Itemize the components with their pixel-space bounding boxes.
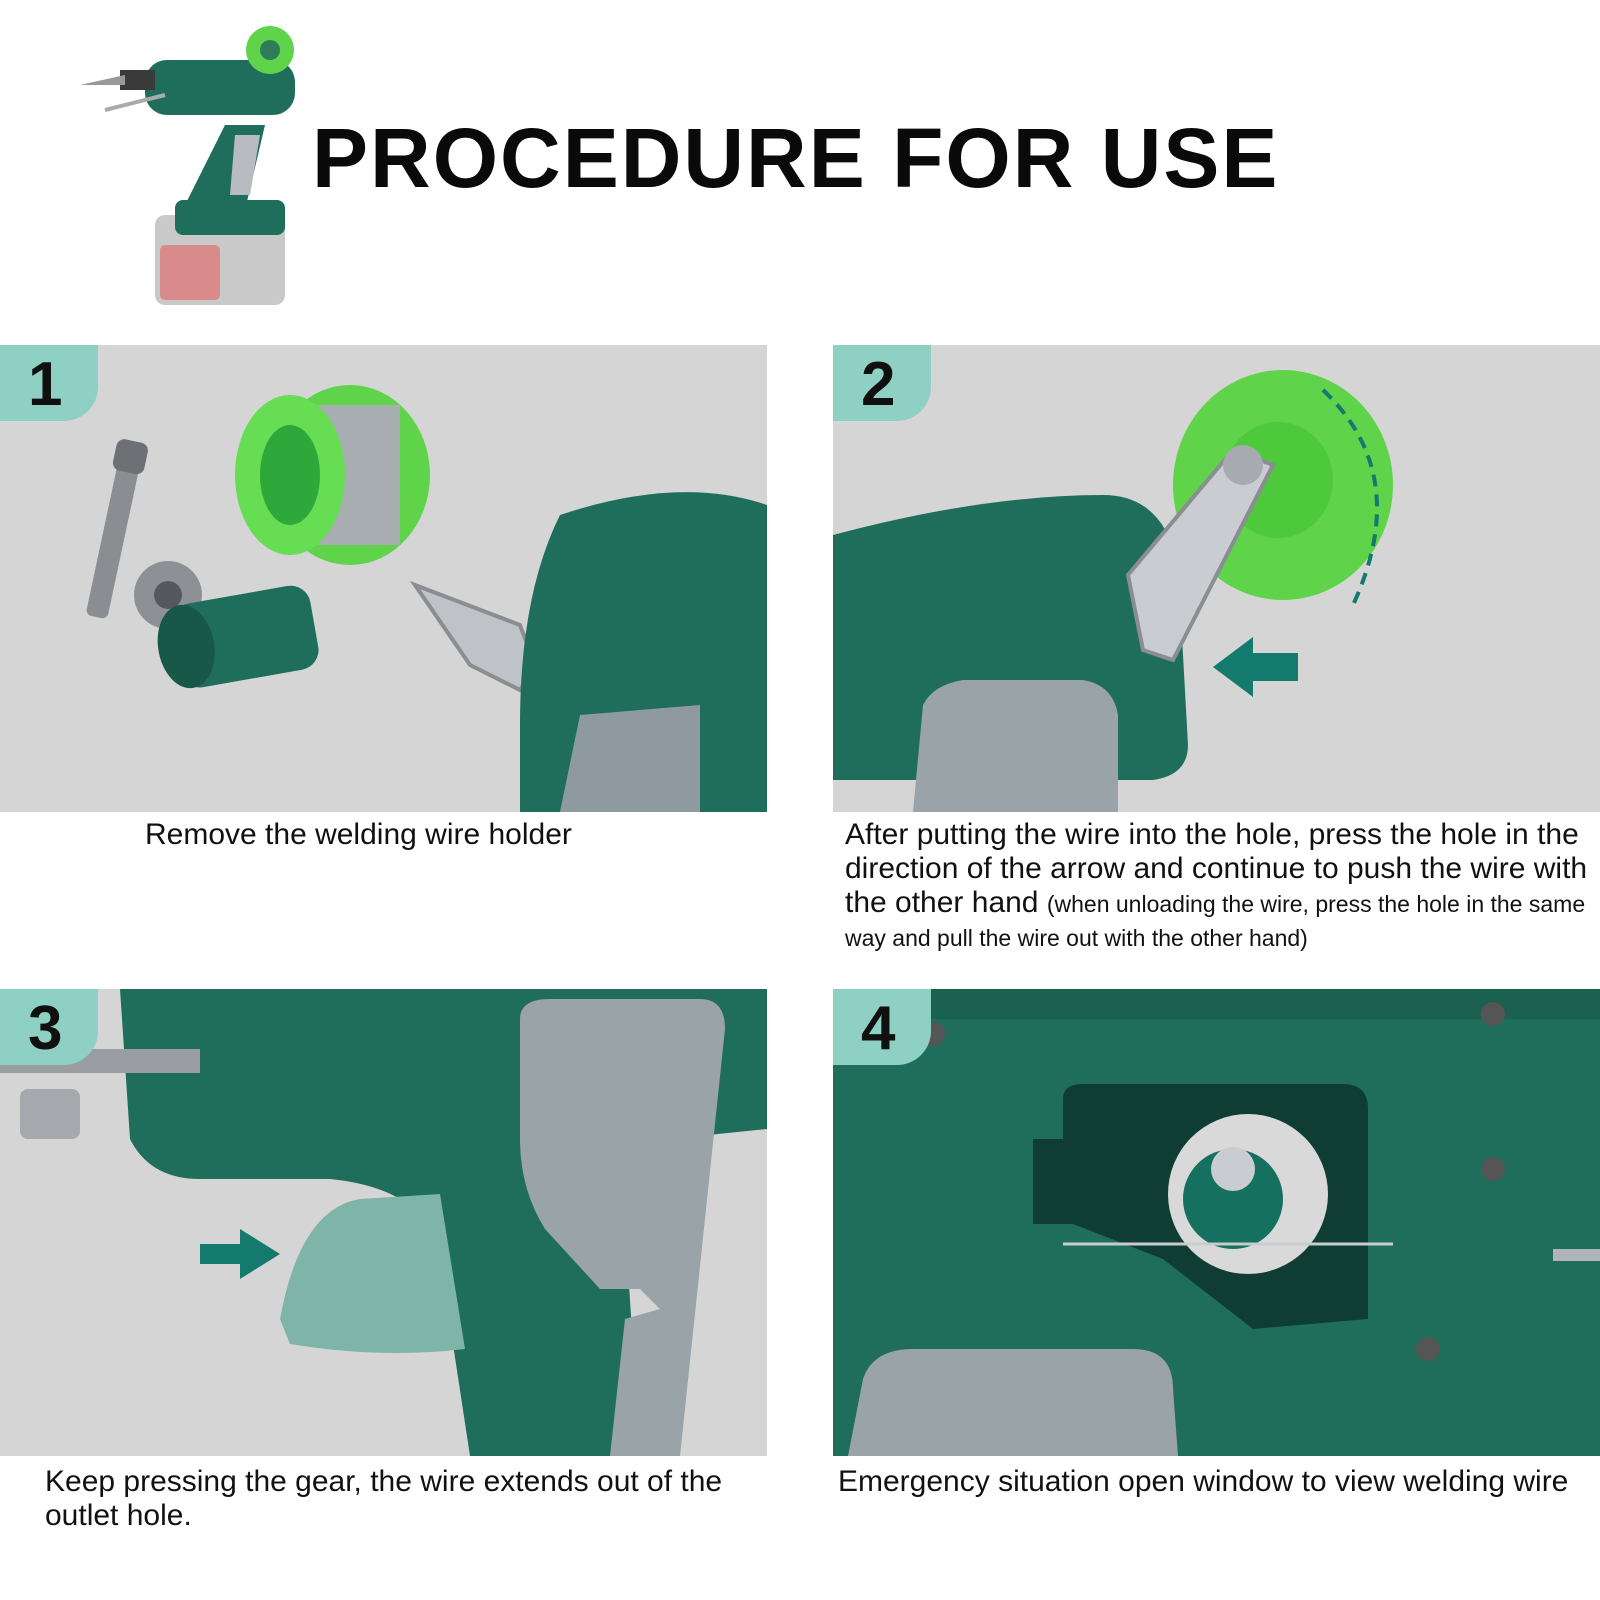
step-4-caption: Emergency situation open window to view … <box>838 1465 1569 1498</box>
inspection-window-illustration <box>833 989 1600 1456</box>
step-3-caption: Keep pressing the gear, the wire extends… <box>45 1465 723 1532</box>
step-number: 1 <box>28 350 63 419</box>
step-2-badge: 2 <box>833 345 931 421</box>
soldering-gun-product-image <box>80 26 295 305</box>
step-number: 3 <box>28 994 63 1063</box>
step-number: 2 <box>861 350 896 419</box>
step-2-image: 2 <box>833 345 1600 812</box>
step-4-image: 4 <box>833 989 1600 1456</box>
page-title: PROCEDURE FOR USE <box>312 111 1280 205</box>
step-4-badge: 4 <box>833 989 931 1065</box>
step-2-caption: After putting the wire into the hole, pr… <box>845 818 1595 954</box>
step-1-badge: 1 <box>0 345 98 421</box>
step-2-caption-text: After putting the wire into the hole, pr… <box>845 818 1588 919</box>
trigger-illustration <box>0 989 767 1456</box>
step-3-image: 3 <box>0 989 767 1456</box>
step-1-image: 1 <box>0 345 767 812</box>
step-3-badge: 3 <box>0 989 98 1065</box>
disassembled-parts-illustration <box>86 385 767 812</box>
wire-feed-illustration <box>833 370 1393 812</box>
step-2-caption-note: (when unloading the wire, press the hole… <box>845 891 1586 951</box>
step-number: 4 <box>861 994 896 1063</box>
step-1-caption: Remove the welding wire holder <box>145 818 572 851</box>
